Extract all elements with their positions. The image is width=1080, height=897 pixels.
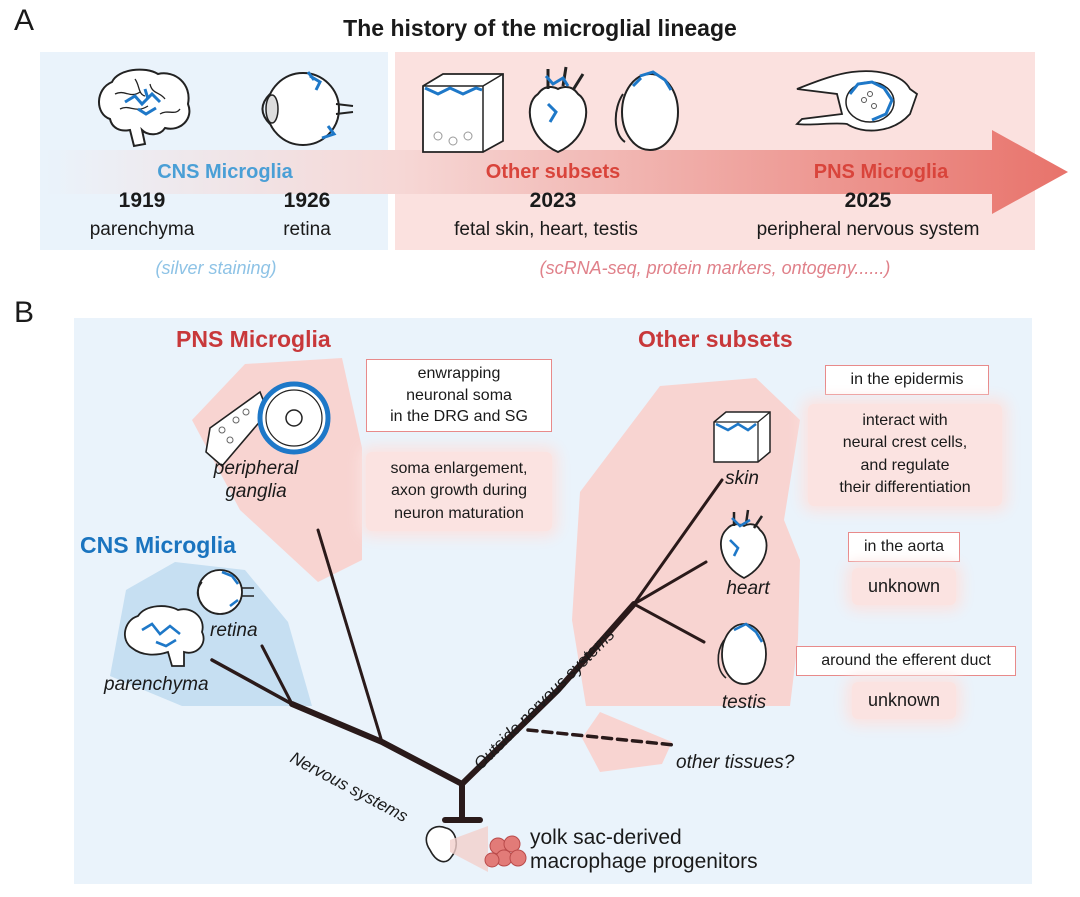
other-title: Other subsets (638, 326, 793, 352)
milestone-site: parenchyma (89, 219, 195, 240)
retina-label: retina (210, 620, 258, 641)
eye-icon-b (196, 569, 254, 615)
milestone-site: retina (283, 219, 331, 240)
testis-label: testis (721, 692, 767, 713)
skin-icon (422, 73, 504, 153)
milestone-site: fetal skin, heart, testis (454, 219, 638, 240)
cns-region (110, 562, 312, 706)
testis-function-box: unknown (852, 682, 956, 720)
skin-icon-b (713, 411, 771, 463)
heart-twig (632, 560, 708, 606)
eye-icon (261, 71, 354, 146)
cns-category-label: CNS Microglia (157, 161, 293, 183)
testis-icon (614, 70, 679, 151)
heart-icon-b (719, 509, 768, 580)
other-method-label: (scRNA-seq, protein markers, ontogeny...… (539, 258, 891, 278)
skin-function-box: interact with neural crest cells, and re… (808, 404, 1002, 506)
root-label: yolk sac-derived macrophage progenitors (530, 826, 758, 874)
pns-title: PNS Microglia (176, 326, 331, 352)
pns-location-box: enwrapping neuronal soma in the DRG and … (366, 359, 552, 432)
heart-label: heart (726, 578, 770, 599)
milestone-year: 1926 (283, 189, 331, 212)
milestone-year: 2025 (844, 189, 892, 212)
panel-a-letter: A (14, 4, 35, 37)
panel-b-letter: B (14, 296, 35, 329)
skin-twig (632, 478, 724, 606)
ganglion-icon (795, 70, 919, 132)
ganglia-label-text: peripheral ganglia (213, 458, 299, 502)
other-tissues-twig (526, 728, 676, 747)
yolk-sac-icon (425, 825, 527, 872)
panel-a-title: The history of the microglial lineage (343, 15, 737, 41)
cns-title: CNS Microglia (80, 532, 236, 558)
parenchyma-twig (210, 658, 294, 706)
other-category-label: Other subsets (485, 161, 621, 183)
heart-icon (528, 66, 588, 154)
other-tissues-label: other tissues? (676, 752, 795, 773)
heart-location-box: in the aorta (848, 532, 960, 562)
other-tissues-region (582, 712, 672, 772)
brain-icon (98, 68, 191, 148)
skin-location-box: in the epidermis (825, 365, 989, 395)
milestone-year: 1919 (118, 189, 166, 212)
brain-icon-b (124, 605, 205, 667)
testis-location-box: around the efferent duct (796, 646, 1016, 676)
parenchyma-label: parenchyma (104, 674, 209, 695)
retina-twig (260, 644, 294, 706)
skin-label: skin (725, 468, 759, 489)
testis-twig (632, 602, 706, 644)
ganglia-label: peripheral ganglia (201, 458, 311, 504)
cns-method-label: (silver staining) (155, 258, 277, 278)
pns-category-label: PNS Microglia (813, 161, 949, 183)
ganglia-twig (316, 528, 384, 744)
outside-branch (459, 601, 637, 787)
testis-icon-b (717, 622, 767, 685)
milestone-site: peripheral nervous system (756, 219, 980, 240)
pns-function-box: soma enlargement, axon growth during neu… (366, 452, 552, 532)
milestone-year: 2023 (529, 189, 577, 212)
ganglion-icon-b (205, 381, 331, 468)
heart-function-box: unknown (852, 568, 956, 606)
